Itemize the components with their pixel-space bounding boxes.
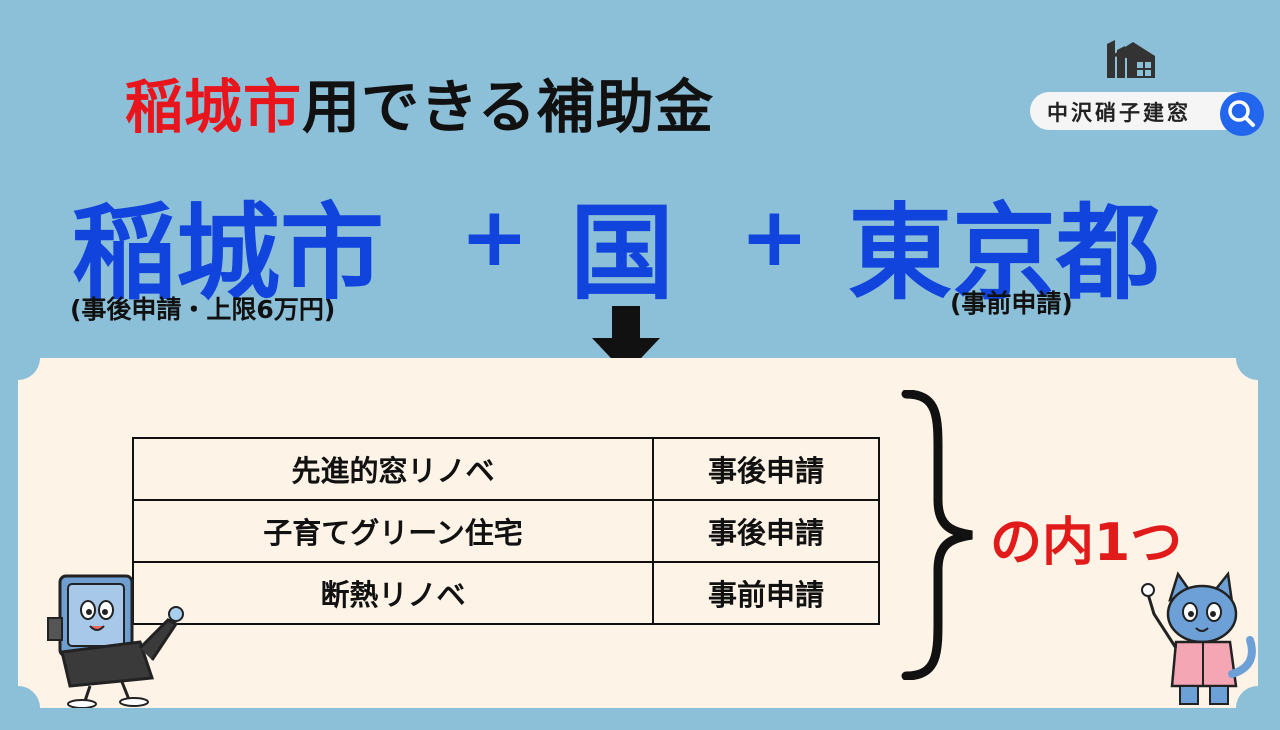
panel-notch xyxy=(0,336,40,380)
tokyo-note: (事前申請) xyxy=(950,289,1073,318)
source-national: 国 xyxy=(570,192,675,314)
logo-house-icon xyxy=(1107,40,1155,78)
title-rest: 用できる補助金 xyxy=(302,73,714,141)
cat-mascot-icon xyxy=(1141,570,1256,705)
source-tokyo: 東京都 xyxy=(848,192,1161,314)
program-name: 断熱リノベ xyxy=(132,561,654,625)
program-name: 先進的窓リノベ xyxy=(132,437,654,501)
program-name: 子育てグリーン住宅 xyxy=(132,499,654,563)
source-city: 稲城市 xyxy=(72,192,385,314)
company-name: 中沢硝子建窓 xyxy=(1047,101,1191,125)
window-mascot-icon xyxy=(47,574,184,708)
plus-sign-2: + xyxy=(740,190,809,285)
table-row: 先進的窓リノベ 事後申請 xyxy=(132,437,880,501)
program-timing: 事後申請 xyxy=(652,499,880,563)
search-icon xyxy=(1228,100,1255,127)
choice-note: の内1つ xyxy=(990,513,1183,573)
panel-notch xyxy=(0,686,40,730)
search-button[interactable] xyxy=(1220,92,1264,136)
program-timing: 事後申請 xyxy=(652,437,880,501)
title-highlight: 稲城市 xyxy=(125,73,303,141)
down-arrow-icon xyxy=(592,306,660,374)
panel-notch xyxy=(1236,336,1280,380)
program-timing: 事前申請 xyxy=(652,561,880,625)
program-table: 先進的窓リノベ 事後申請 子育てグリーン住宅 事後申請 断熱リノベ 事前申請 xyxy=(132,437,880,625)
plus-sign-1: + xyxy=(460,190,529,285)
page-title: 稲城市用できる補助金 xyxy=(125,60,714,144)
table-row: 断熱リノベ 事前申請 xyxy=(132,561,880,625)
city-note: (事後申請・上限6万円) xyxy=(70,295,336,324)
curly-brace xyxy=(901,390,973,680)
table-row: 子育てグリーン住宅 事後申請 xyxy=(132,499,880,563)
